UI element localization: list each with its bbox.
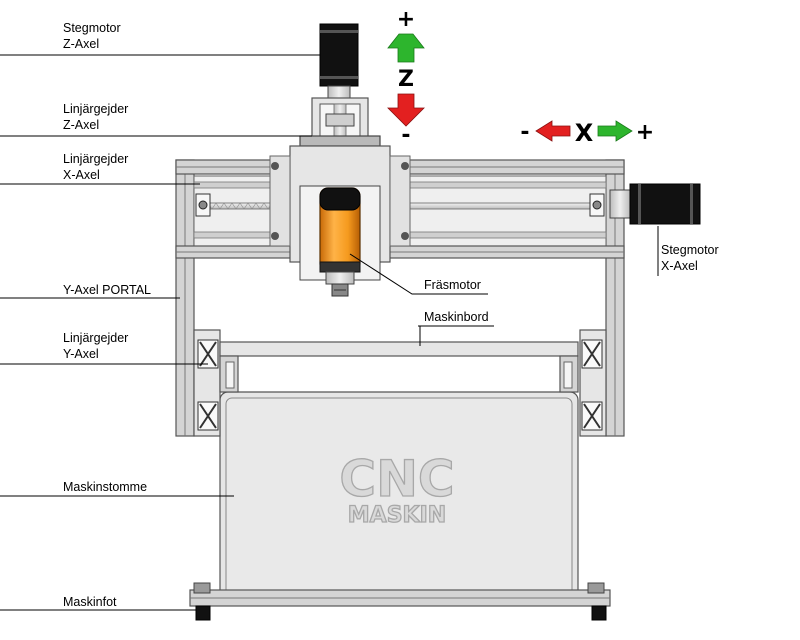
label-rail-y-line1: Linjärgejder <box>63 331 128 345</box>
spindle-motor <box>319 187 361 297</box>
z-plus-arrow-icon <box>387 33 425 63</box>
label-stepper-z-line1: Stegmotor <box>63 21 121 35</box>
label-table: Maskinbord <box>418 310 494 346</box>
label-rail-x-line2: X-Axel <box>63 168 100 182</box>
label-foot: Maskinfot <box>0 595 196 611</box>
label-portal-text: Y-Axel PORTAL <box>63 283 151 297</box>
x-axis-indicator: - X + <box>520 119 654 147</box>
label-foot-text: Maskinfot <box>63 595 117 609</box>
label-rail-y: Linjärgejder Y-Axel <box>0 331 208 365</box>
cnc-watermark: CNC MASKIN <box>339 449 456 528</box>
label-rail-z: Linjärgejder Z-Axel <box>0 102 312 137</box>
machine-feet <box>189 582 611 621</box>
x-stepper-motor <box>609 183 701 225</box>
x-plus-arrow-icon <box>597 120 633 142</box>
label-table-text: Maskinbord <box>424 310 489 324</box>
label-frame-text: Maskinstomme <box>63 480 147 494</box>
machine-frame <box>219 391 579 605</box>
label-stepper-x-line2: X-Axel <box>661 259 698 273</box>
x-axis-letter: X <box>575 119 594 147</box>
x-minus-arrow-icon <box>535 120 571 142</box>
label-rail-z-line1: Linjärgejder <box>63 102 128 116</box>
watermark-line1: CNC <box>339 450 454 508</box>
label-stepper-x: Stegmotor X-Axel <box>657 226 719 276</box>
label-rail-y-line2: Y-Axel <box>63 347 99 361</box>
label-stepper-z-line2: Z-Axel <box>63 37 99 51</box>
x-plus-sign: + <box>636 120 654 145</box>
label-rail-z-line2: Z-Axel <box>63 118 99 132</box>
z-axis-assembly <box>299 97 381 147</box>
watermark-line2: MASKIN <box>348 503 446 528</box>
label-stepper-z: Stegmotor Z-Axel <box>0 21 320 56</box>
label-rail-x: Linjärgejder X-Axel <box>0 152 200 185</box>
z-stepper-motor <box>319 23 359 99</box>
z-axis-letter: Z <box>398 67 414 92</box>
z-minus-sign: - <box>401 123 410 148</box>
label-stepper-x-line1: Stegmotor <box>661 243 719 257</box>
x-minus-sign: - <box>520 120 529 145</box>
label-portal: Y-Axel PORTAL <box>0 283 180 299</box>
machine-table <box>219 341 579 393</box>
label-spindle-text: Fräsmotor <box>424 278 481 292</box>
label-rail-x-line1: Linjärgejder <box>63 152 128 166</box>
label-frame: Maskinstomme <box>0 480 234 497</box>
z-minus-arrow-icon <box>387 93 425 127</box>
z-axis-indicator: + Z - <box>387 7 425 148</box>
label-spindle: Fräsmotor <box>349 253 488 295</box>
z-plus-sign: + <box>397 7 415 32</box>
